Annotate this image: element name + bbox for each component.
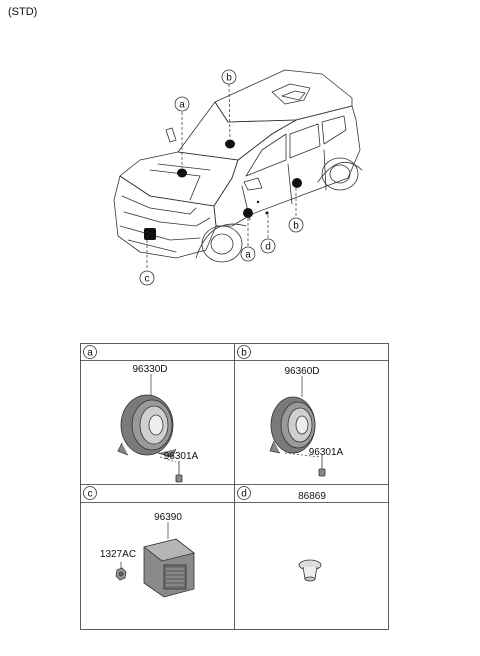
panel-c-letter: c [88, 489, 93, 500]
callout-b-top: b [226, 73, 232, 84]
part-96390: 96390 [154, 512, 182, 523]
callout-a-bottom: a [245, 250, 251, 261]
part-86869: 86869 [298, 491, 326, 502]
vehicle-diagram: a b c a b d [113, 69, 363, 286]
side-mirror [243, 177, 263, 191]
clip-illustration [298, 559, 322, 582]
marker-b-rear [225, 139, 235, 149]
hood [119, 151, 239, 207]
windshield [177, 101, 297, 161]
callout-b-bottom: b [293, 221, 299, 232]
panel-a-screw-icon [175, 461, 183, 483]
panel-a-letter: a [87, 348, 93, 359]
callout-c: c [145, 274, 150, 285]
parts-grid: a b c d 96330D 96301A 96360D 96301A [80, 343, 389, 630]
front-speaker-illustration [117, 394, 177, 458]
panel-c-bolt-icon [115, 567, 127, 581]
part-96330D: 96330D [132, 364, 167, 375]
marker-a-door [243, 208, 253, 218]
panel-b-letter: b [241, 348, 247, 359]
marker-c-amp [144, 228, 156, 240]
front-wheel [201, 225, 243, 263]
marker-b-door [292, 178, 302, 188]
marker-a-dash [177, 168, 187, 178]
amplifier-illustration [143, 538, 195, 598]
variant-label: (STD) [8, 6, 38, 18]
callout-d: d [265, 242, 271, 253]
front-side-window [245, 133, 287, 177]
side-body [213, 105, 361, 227]
panel-d-letter: d [241, 489, 247, 500]
panel-b-screw-icon [318, 455, 326, 477]
marker-d-clip [265, 211, 269, 215]
part-96301A-a: 96301A [164, 451, 199, 462]
front-fascia [113, 175, 217, 259]
part-96360D: 96360D [284, 366, 319, 377]
rear-speaker-illustration [269, 396, 316, 454]
rear-wheel [321, 157, 359, 191]
sunroof [271, 83, 311, 105]
callout-a-top: a [179, 100, 185, 111]
part-1327AC: 1327AC [100, 549, 136, 560]
rear-side-window [289, 123, 321, 159]
part-96301A-b: 96301A [309, 447, 344, 458]
